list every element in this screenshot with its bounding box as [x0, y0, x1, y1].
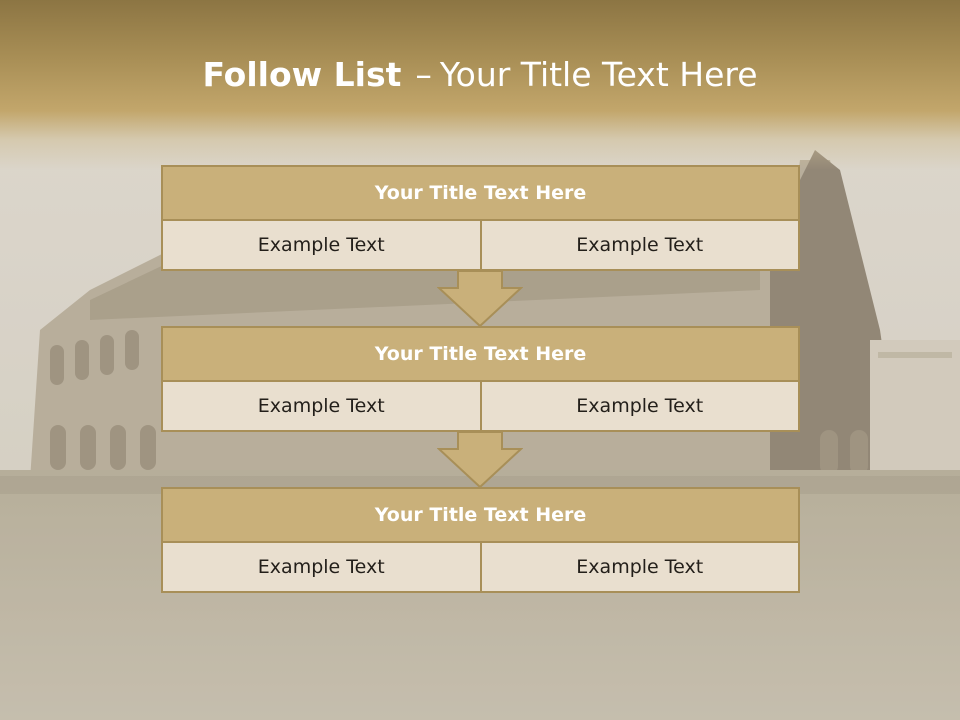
title-band: [0, 0, 960, 170]
block-header: Your Title Text Here: [161, 487, 800, 543]
title-subtitle-part: Your Title Text Here: [439, 55, 758, 94]
block-cell-left: Example Text: [161, 382, 482, 432]
down-arrow-icon: [437, 270, 523, 328]
block-row: Example Text Example Text: [161, 382, 800, 432]
block-row: Example Text Example Text: [161, 543, 800, 593]
list-block-3: Your Title Text Here Example Text Exampl…: [161, 487, 800, 593]
title-bold-part: Follow List: [202, 55, 402, 94]
block-cell-left: Example Text: [161, 543, 482, 593]
slide-title: Follow List–Your Title Text Here: [0, 52, 960, 98]
list-block-1: Your Title Text Here Example Text Exampl…: [161, 165, 800, 271]
block-cell-right: Example Text: [481, 221, 800, 271]
block-row: Example Text Example Text: [161, 221, 800, 271]
list-block-2: Your Title Text Here Example Text Exampl…: [161, 326, 800, 432]
block-cell-right: Example Text: [481, 382, 800, 432]
title-dash: –: [415, 55, 432, 94]
block-cell-right: Example Text: [481, 543, 800, 593]
block-cell-left: Example Text: [161, 221, 482, 271]
block-header: Your Title Text Here: [161, 165, 800, 221]
down-arrow-icon: [437, 431, 523, 489]
block-header: Your Title Text Here: [161, 326, 800, 382]
